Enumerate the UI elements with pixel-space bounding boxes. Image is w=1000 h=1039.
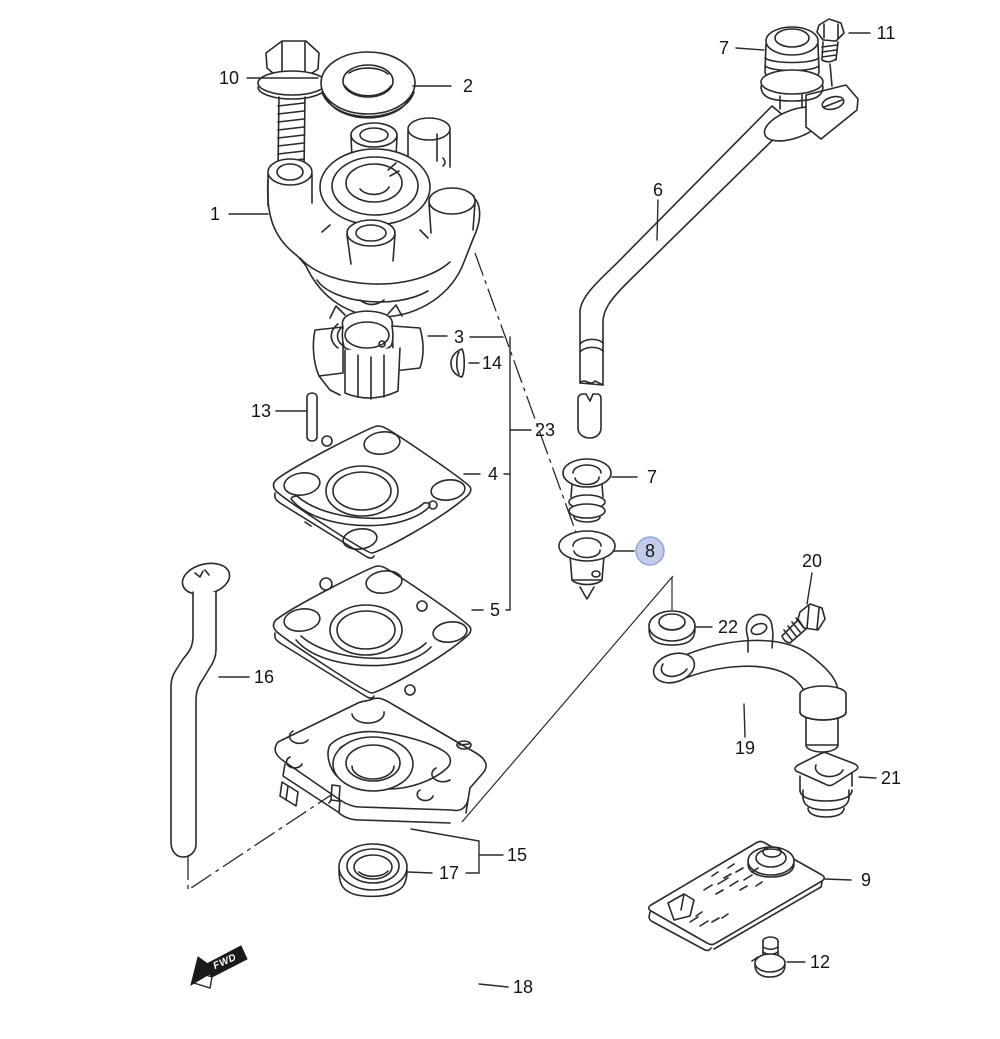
callout-17[interactable]: 17 xyxy=(439,863,459,883)
part-12-screw xyxy=(751,936,786,978)
callout-13[interactable]: 13 xyxy=(251,401,271,421)
callout-18[interactable]: 18 xyxy=(513,977,533,997)
driveshaft-centerline xyxy=(474,252,579,539)
callout-label: 13 xyxy=(251,401,271,421)
callout-label: 9 xyxy=(861,870,871,890)
callout-label: 5 xyxy=(490,600,500,620)
callout-label: 1 xyxy=(210,204,220,224)
tube-bracket xyxy=(763,84,859,142)
lower-pump-housing xyxy=(274,697,487,824)
callout-label: 4 xyxy=(488,464,498,484)
callout-11[interactable]: 11 xyxy=(877,23,896,43)
callout-label: 2 xyxy=(463,76,473,96)
part-1-pump-case xyxy=(266,117,481,318)
callout-label: 7 xyxy=(647,467,657,487)
fwd-arrow: FWD xyxy=(190,945,248,989)
part-17-seal xyxy=(338,843,408,898)
leader-lines xyxy=(218,32,877,988)
callout-8[interactable]: 8 xyxy=(635,536,665,566)
part-2-washer xyxy=(320,51,416,119)
callout-label: 16 xyxy=(254,667,274,687)
part-10-bolt xyxy=(257,40,327,185)
callout-12[interactable]: 12 xyxy=(810,952,830,972)
part-4-gasket-plate xyxy=(272,425,472,559)
part-14-key xyxy=(450,348,466,378)
callout-21[interactable]: 21 xyxy=(881,768,901,788)
case-bottom-boss xyxy=(346,219,396,265)
part-7-grommet-top xyxy=(760,26,824,102)
callout-label: 17 xyxy=(439,863,459,883)
part-19-water-pipe xyxy=(652,613,847,753)
insert-arrow xyxy=(579,586,595,600)
callout-14[interactable]: 14 xyxy=(482,353,502,373)
callout-label: 18 xyxy=(513,977,533,997)
centerlines xyxy=(187,252,579,892)
callout-3[interactable]: 3 xyxy=(454,327,464,347)
callout-7-top[interactable]: 7 xyxy=(719,38,729,58)
callout-label: 23 xyxy=(535,420,555,440)
callout-label: 3 xyxy=(454,327,464,347)
callout-label: 15 xyxy=(507,845,527,865)
plate-hatching xyxy=(689,863,763,927)
callout-label: 19 xyxy=(735,738,755,758)
line-8-to-housing xyxy=(461,575,674,823)
callout-5[interactable]: 5 xyxy=(490,600,500,620)
callout-label: 20 xyxy=(802,551,822,571)
callout-label: 10 xyxy=(219,68,239,88)
group-15-bracket xyxy=(410,828,504,874)
callout-7-mid[interactable]: 7 xyxy=(647,467,657,487)
part-6-water-tube xyxy=(577,105,792,439)
tube16-axis-line xyxy=(187,786,344,892)
callout-label: 8 xyxy=(645,541,655,561)
part-13-pin xyxy=(306,392,318,442)
callout-10[interactable]: 10 xyxy=(219,68,239,88)
callout-16[interactable]: 16 xyxy=(254,667,274,687)
callout-23[interactable]: 23 xyxy=(535,420,555,440)
callout-label: 7 xyxy=(719,38,729,58)
callout-label: 12 xyxy=(810,952,830,972)
callout-6[interactable]: 6 xyxy=(653,180,663,200)
callout-20[interactable]: 20 xyxy=(802,551,822,571)
callout-4[interactable]: 4 xyxy=(488,464,498,484)
callout-label: 6 xyxy=(653,180,663,200)
callout-label: 21 xyxy=(881,768,901,788)
part-22-seal xyxy=(648,610,696,646)
callout-19[interactable]: 19 xyxy=(735,738,755,758)
part-5-gasket-plate xyxy=(272,565,472,699)
callout-15[interactable]: 15 xyxy=(507,845,527,865)
callout-label: 22 xyxy=(718,617,738,637)
part-3-impeller xyxy=(312,304,424,400)
part-16-water-tube xyxy=(170,562,231,858)
assembly-lines xyxy=(461,575,674,823)
callout-label: 14 xyxy=(482,353,502,373)
callout-2[interactable]: 2 xyxy=(463,76,473,96)
callout-22[interactable]: 22 xyxy=(718,617,738,637)
callout-label: 11 xyxy=(877,23,896,43)
part-9-plate xyxy=(647,840,826,952)
part-20-bolt xyxy=(781,603,826,644)
part-11-bolt xyxy=(816,18,845,87)
part-8-grommet xyxy=(558,530,616,600)
callout-9[interactable]: 9 xyxy=(861,870,871,890)
highlight-circle xyxy=(635,536,665,566)
part-7-grommet-mid xyxy=(562,458,612,523)
part-21-grommet xyxy=(794,751,859,818)
case-bolt-bosses xyxy=(267,117,476,234)
callout-1[interactable]: 1 xyxy=(210,204,220,224)
